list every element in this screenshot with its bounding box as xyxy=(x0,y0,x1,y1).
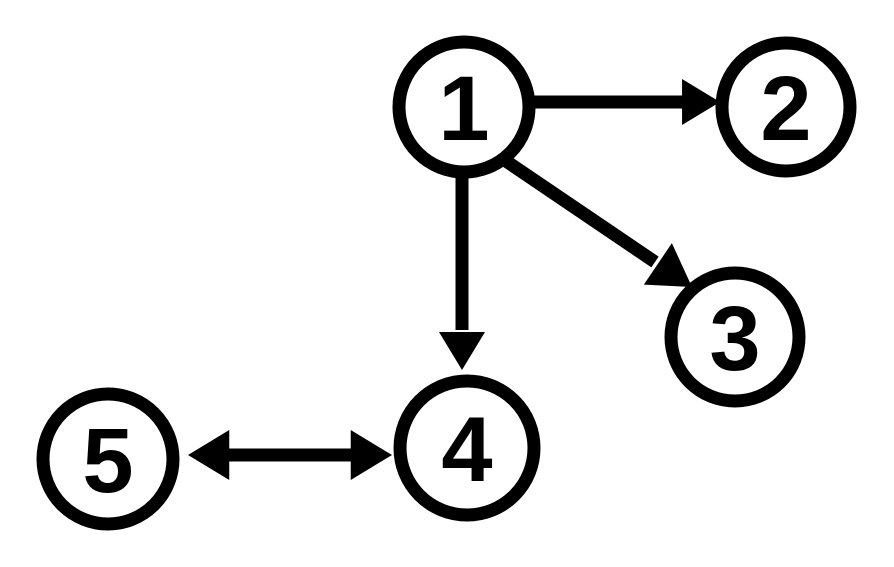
edge-line-1-3 xyxy=(502,155,659,268)
node-circle-1[interactable] xyxy=(392,35,536,179)
node-1[interactable]: 1 xyxy=(392,35,536,179)
edge-1-to-2[interactable] xyxy=(530,79,720,125)
nodes-layer: 1 2 3 4 5 xyxy=(36,35,857,531)
edges-layer xyxy=(188,79,720,480)
arrowhead-1-2 xyxy=(682,79,720,125)
node-circle-4[interactable] xyxy=(393,374,541,522)
node-label-2: 2 xyxy=(760,58,811,160)
node-label-3: 3 xyxy=(709,288,760,390)
node-2[interactable]: 2 xyxy=(715,36,857,178)
arrowhead-1-4 xyxy=(439,332,485,370)
node-label-5: 5 xyxy=(82,410,133,512)
node-3[interactable]: 3 xyxy=(664,266,806,408)
edge-1-to-3[interactable] xyxy=(502,155,692,287)
node-circle-3[interactable] xyxy=(664,266,806,408)
edge-1-to-4[interactable] xyxy=(439,174,485,370)
node-label-1: 1 xyxy=(438,58,489,160)
node-5[interactable]: 5 xyxy=(36,387,180,531)
arrowhead-5-4 xyxy=(350,430,392,480)
arrowhead-1-3 xyxy=(643,243,692,287)
edge-5-to-4[interactable] xyxy=(188,430,392,480)
arrowhead-4-5 xyxy=(188,430,230,480)
node-circle-5[interactable] xyxy=(36,387,180,531)
node-4[interactable]: 4 xyxy=(393,374,541,522)
node-circle-2[interactable] xyxy=(715,36,857,178)
node-label-4: 4 xyxy=(441,399,492,501)
